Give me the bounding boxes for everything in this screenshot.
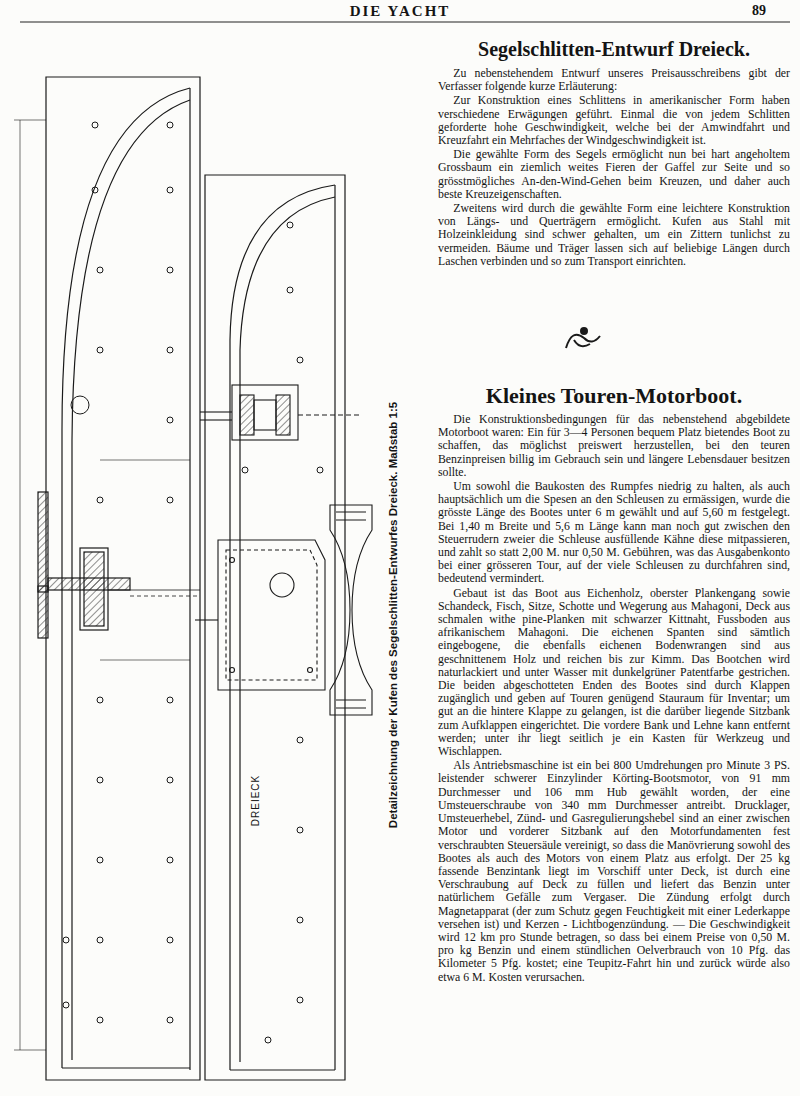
ornament	[566, 328, 600, 348]
coupling-element	[330, 505, 372, 715]
body-paragraph: Um sowohl die Baukosten des Rumpfes nied…	[438, 480, 790, 586]
body-paragraph: Zur Konstruktion eines Schlittens in ame…	[438, 94, 790, 147]
body-paragraph: Die Konstruktionsbedingungen für das neb…	[438, 413, 790, 479]
body-paragraph: Gebaut ist das Boot aus Eichenholz, ober…	[438, 587, 790, 759]
drawing-label: DREIECK	[250, 774, 261, 825]
running-head: DIE YACHT	[0, 3, 800, 20]
left-runner	[14, 77, 200, 1080]
rivet-holes	[63, 122, 173, 1023]
body-paragraph: Zu nebenstehendem Entwurf unseres Preisa…	[438, 67, 790, 93]
body-paragraph: Als Antriebsmaschine ist ein bei 800 Umd…	[438, 759, 790, 983]
body-paragraph: Die gewählte Form des Segels ermöglicht …	[438, 148, 790, 201]
header-rule	[20, 22, 790, 23]
body-paragraph: Zweitens wird durch die gewählte Form ei…	[438, 202, 790, 268]
mounting-plate	[195, 540, 325, 690]
rivet-holes-right	[242, 222, 323, 1043]
figure-caption: Detailzeichnung der Kufen des Segelschli…	[387, 402, 399, 828]
bolt-section	[200, 385, 360, 440]
article-heading: Segelschlitten-Entwurf Dreieck.	[438, 38, 790, 61]
article-heading: Kleines Touren-Motorboot.	[438, 383, 790, 409]
t-section	[38, 492, 200, 638]
right-runner	[205, 175, 345, 1080]
page-number: 89	[752, 3, 766, 19]
